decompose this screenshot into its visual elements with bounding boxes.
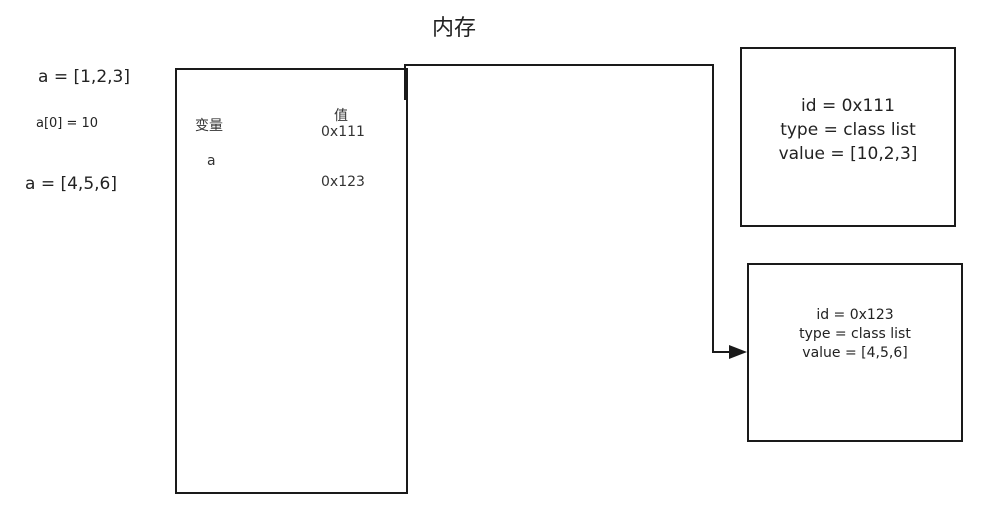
code-line-index-assign: a[0] = 10 [36,116,99,131]
list-object-new-box [747,263,963,442]
new-address-value: 0x123 [321,174,365,190]
object-type: type = class list [780,120,916,140]
list-object-new-text: id = 0x123 type = class list value = [4,… [747,306,963,363]
value-column-header: 值 [334,108,348,124]
object-value: value = [10,2,3] [778,144,918,164]
object-id: id = 0x123 [816,307,894,323]
object-id: id = 0x111 [801,96,895,116]
arrow-head-icon [729,345,747,359]
variable-table-box [175,68,408,494]
object-type: type = class list [799,326,911,342]
variable-name: a [207,153,216,169]
variable-column-header: 变量 [195,118,223,134]
code-line-assign-list: a = [1,2,3] [38,67,130,87]
memory-title: 内存 [432,16,477,41]
list-object-old-box [740,47,956,227]
list-object-old-text: id = 0x111 type = class list value = [10… [740,94,956,166]
old-address-value: 0x111 [321,124,365,140]
code-line-reassign-list: a = [4,5,6] [25,174,117,194]
object-value: value = [4,5,6] [802,345,908,361]
reference-arrow-line [404,64,731,353]
